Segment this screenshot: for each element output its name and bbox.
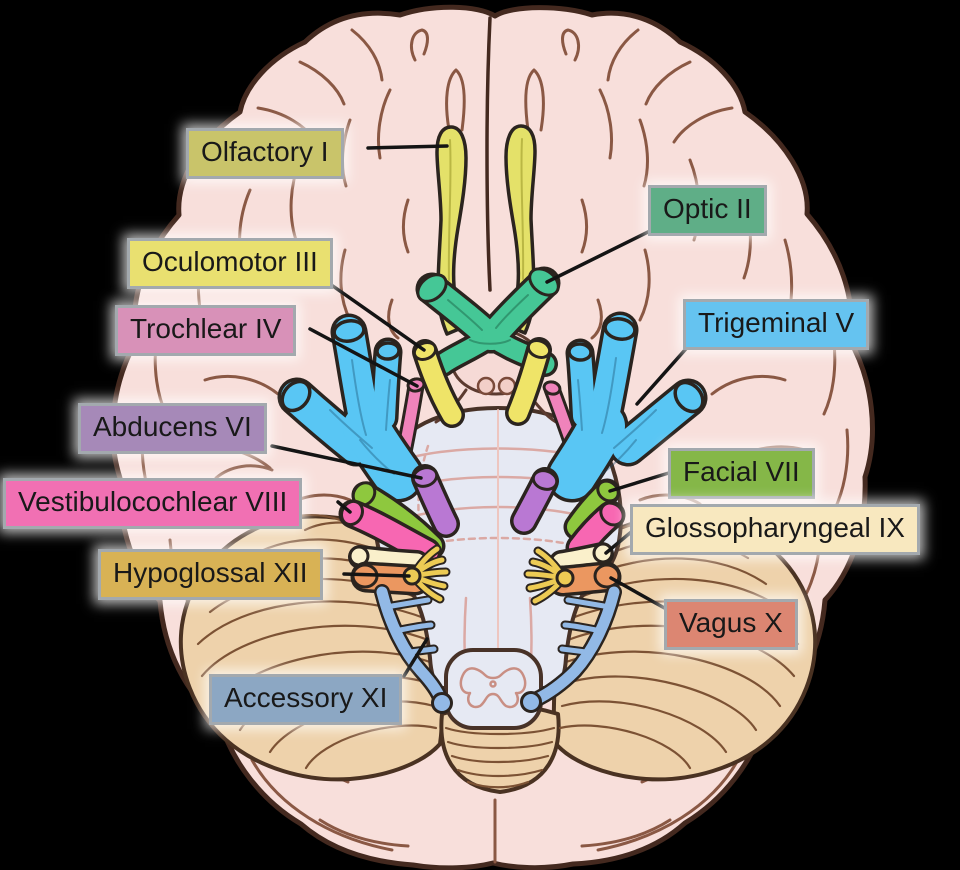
trigeminal-nerve bbox=[277, 311, 708, 503]
label-vagus-x: Vagus X bbox=[664, 599, 798, 650]
label-accessory-xi: Accessory XI bbox=[209, 674, 403, 725]
leader-olfactory bbox=[366, 144, 449, 150]
label-abducens-vi: Abducens VI bbox=[78, 403, 267, 454]
label-trigeminal-v: Trigeminal V bbox=[683, 299, 870, 350]
leader-trochlear bbox=[308, 327, 419, 388]
label-optic-ii: Optic II bbox=[648, 185, 767, 236]
leader-lines bbox=[270, 144, 694, 678]
leader-vestibulocochlear bbox=[336, 500, 352, 514]
leader-vagus bbox=[609, 576, 670, 612]
leader-accessory bbox=[402, 637, 429, 678]
label-glossopharyngeal-ix: Glossopharyngeal IX bbox=[630, 504, 920, 555]
optic-right-cut-end bbox=[528, 267, 560, 297]
leader-optic bbox=[545, 226, 658, 284]
spinal-cord-gray-matter bbox=[459, 667, 527, 709]
longitudinal-fissure bbox=[485, 16, 492, 292]
spinal-cord-section bbox=[444, 648, 543, 730]
label-facial-vii: Facial VII bbox=[668, 448, 815, 499]
optic-nerve bbox=[415, 266, 561, 377]
label-olfactory-i: Olfactory I bbox=[186, 128, 344, 179]
leader-facial bbox=[608, 470, 674, 493]
optic-left-cut-end bbox=[416, 273, 448, 303]
oculomotor-nerve bbox=[412, 337, 552, 428]
accessory-nerve bbox=[374, 584, 622, 714]
leader-oculomotor bbox=[328, 282, 426, 352]
hypoglossal-nerve bbox=[402, 544, 575, 606]
leader-abducens bbox=[270, 444, 423, 480]
leader-trigeminal bbox=[635, 340, 694, 406]
vestibulocochlear-nerve bbox=[338, 499, 626, 567]
label-hypoglossal-xii: Hypoglossal XII bbox=[98, 549, 323, 600]
label-vestibulocochlear-viii: Vestibulocochlear VIII bbox=[3, 478, 303, 529]
abducens-nerve bbox=[411, 464, 559, 538]
label-trochlear-iv: Trochlear IV bbox=[115, 305, 297, 356]
label-oculomotor-iii: Oculomotor III bbox=[127, 238, 333, 289]
leader-hypoglossal bbox=[342, 572, 411, 578]
